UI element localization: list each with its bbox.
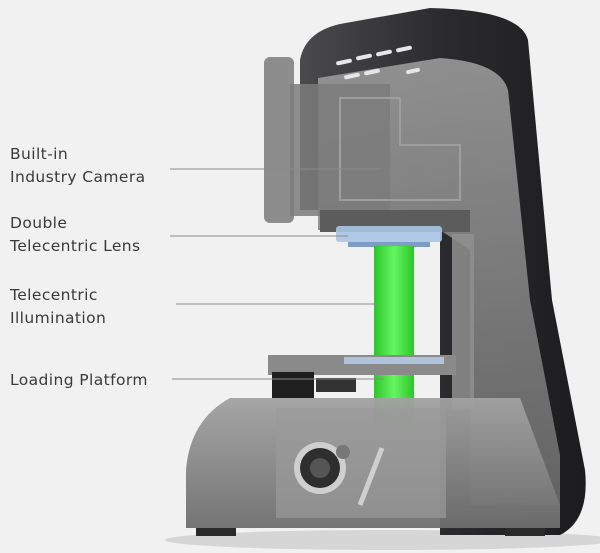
front-foot <box>196 528 236 536</box>
support-pillar <box>452 234 474 409</box>
label-camera-line2: Industry Camera <box>10 168 146 186</box>
label-industry-camera: Built-in Industry Camera <box>10 143 146 189</box>
camera-internal-frame <box>339 97 461 201</box>
label-camera-line1: Built-in <box>10 145 69 163</box>
telecentric-lens <box>336 226 442 242</box>
label-lens-line1: Double <box>10 214 68 232</box>
label-telecentric-illumination: Telecentric Illumination <box>10 284 106 330</box>
label-platform-line1: Loading Platform <box>10 371 148 389</box>
label-lens-line2: Telecentric Lens <box>10 237 141 255</box>
lens-rim <box>348 242 430 247</box>
platform-rail <box>316 378 356 392</box>
label-illum-line2: Illumination <box>10 309 107 327</box>
label-loading-platform: Loading Platform <box>10 369 148 392</box>
platform-glass <box>344 357 444 364</box>
vent-slots <box>336 45 420 80</box>
floor-shadow <box>165 530 600 550</box>
label-illum-line1: Telecentric <box>10 286 98 304</box>
base-rod <box>357 447 385 506</box>
label-telecentric-lens: Double Telecentric Lens <box>10 212 141 258</box>
leader-lines <box>170 168 384 380</box>
platform-clamp <box>272 372 314 398</box>
rear-foot <box>505 528 545 536</box>
focus-knob <box>294 442 350 494</box>
camera-housing-plate <box>264 57 294 223</box>
illumination-beam <box>374 246 414 424</box>
